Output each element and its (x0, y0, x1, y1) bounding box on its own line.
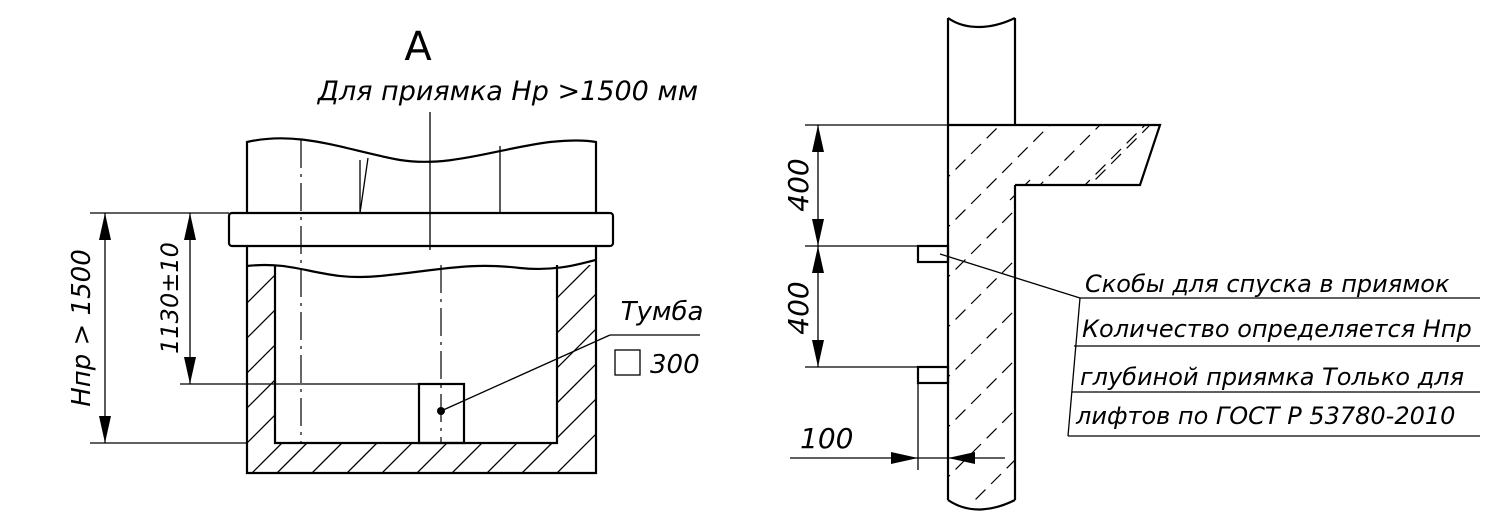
section-view: 400 400 100 Скобы для спуска в приямок К… (782, 17, 1480, 511)
note-line-2: Количество определяется Нпр (1082, 315, 1472, 343)
square-symbol-icon (614, 349, 641, 376)
rung-upper (916, 244, 950, 264)
view-title: Для приямка Нр >1500 мм (317, 76, 698, 107)
pit-outline (245, 246, 598, 475)
pit-break-line (246, 258, 597, 279)
pit-wall-hatch (247, 265, 596, 473)
dim-depth-label: Нпр > 1500 (67, 249, 97, 407)
floor-slab-section (948, 123, 1162, 187)
rung-lower (916, 365, 950, 385)
note-line-4: лифтов по ГОСТ Р 53780-2010 (1075, 402, 1455, 430)
dim-lower-label: 400 (782, 281, 815, 334)
cabinet-label: Тумба (621, 297, 704, 327)
upper-wall-break (245, 137, 598, 213)
floor-slab (227, 211, 615, 248)
dim-offset-label: 100 (800, 422, 853, 455)
plan-view: A Для приямка Нр >1500 мм (67, 24, 704, 475)
note-line-1: Скобы для спуска в приямок (1085, 270, 1450, 298)
cabinet-block (417, 382, 466, 445)
cabinet-size: 300 (650, 350, 700, 380)
dim-height-label: 1130±10 (156, 242, 184, 354)
view-letter: A (404, 24, 432, 70)
dim-upper-label: 400 (782, 158, 815, 211)
note-line-3: глубиной приямка Только для (1080, 363, 1464, 391)
